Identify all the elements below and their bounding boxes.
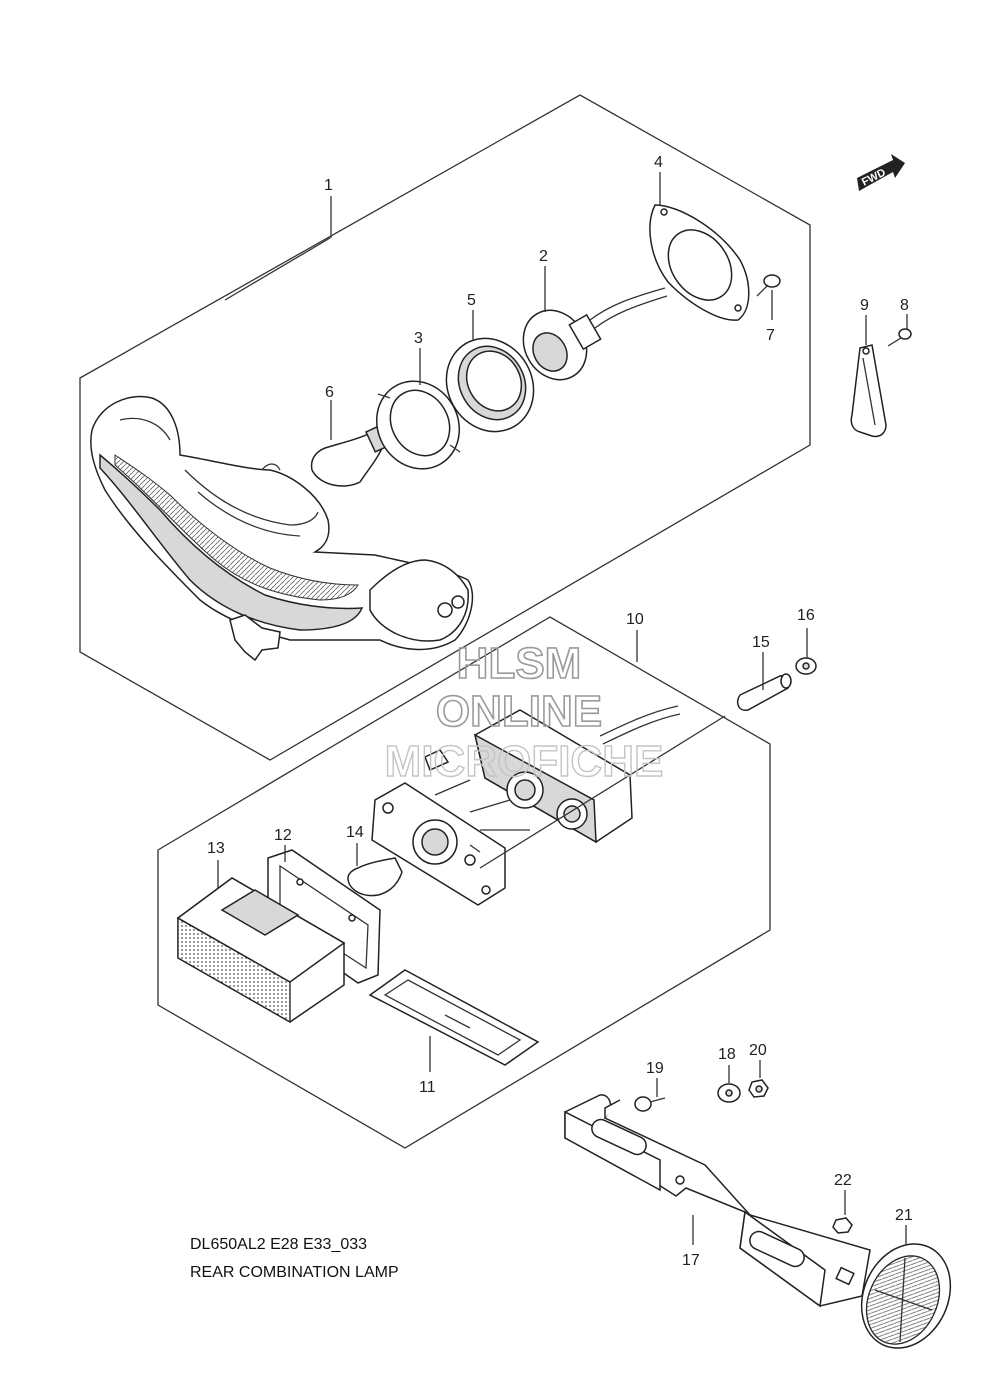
watermark-line-1: HLSM: [457, 639, 582, 688]
screw-small-icon: [887, 328, 912, 347]
bolt-icon: [634, 1096, 666, 1112]
diagram-caption: DL650AL2 E28 E33_033 REAR COMBINATION LA…: [190, 1236, 399, 1281]
callout-14: 14: [346, 824, 364, 841]
callout-6: 6: [325, 384, 334, 401]
socket-ring: [445, 337, 535, 433]
bulb-icon: [310, 425, 389, 487]
callout-18: 18: [718, 1046, 736, 1063]
fwd-label: FWD: [860, 167, 888, 189]
callout-15: 15: [752, 634, 770, 651]
reflector: [860, 1243, 952, 1349]
callout-2: 2: [539, 248, 548, 265]
callout-20: 20: [749, 1042, 767, 1059]
callout-7: 7: [766, 327, 775, 344]
callout-21: 21: [895, 1207, 913, 1224]
leader-lines: [217, 172, 908, 1245]
callout-5: 5: [467, 292, 476, 309]
callout-22: 22: [834, 1172, 852, 1189]
bracket-strap: [850, 344, 887, 438]
group-box-tail-lamp: [79, 94, 811, 761]
gasket-ring: [375, 380, 461, 470]
lens-plate: [368, 969, 540, 1066]
bulb-socket: [522, 287, 668, 381]
model-code: DL650AL2 E28 E33_033: [190, 1236, 367, 1253]
watermark-line-2: ONLINE: [436, 687, 602, 736]
watermark: HLSM ONLINE MICROFICHE: [384, 638, 664, 787]
collar-icon: [736, 673, 792, 711]
callout-13: 13: [207, 840, 225, 857]
group-box-license-lamp: [157, 616, 771, 1149]
callout-17: 17: [682, 1252, 700, 1269]
nut-icon: [748, 1079, 769, 1098]
washer-icon: [795, 657, 817, 675]
license-lens: [176, 877, 346, 1024]
callout-3: 3: [414, 330, 423, 347]
gasket-plate: [649, 204, 750, 321]
flat-washer-icon: [717, 1083, 741, 1103]
callout-16: 16: [797, 607, 815, 624]
watermark-line-3: MICROFICHE: [385, 737, 664, 786]
reflector-nut-icon: [832, 1217, 853, 1234]
reflector-bracket: [564, 1094, 871, 1308]
callout-labels: 1 2 3 4 5 6 7 8 9 10 11 12 13 14 15 16 1…: [207, 154, 913, 1269]
callout-9: 9: [860, 297, 869, 314]
lamp-plate-assembly: [371, 749, 530, 906]
callout-1: 1: [324, 177, 333, 194]
callout-8: 8: [900, 297, 909, 314]
callout-19: 19: [646, 1060, 664, 1077]
callout-4: 4: [654, 154, 663, 171]
callout-10: 10: [626, 611, 644, 628]
fwd-arrow-icon: FWD: [857, 154, 905, 191]
callout-12: 12: [274, 827, 292, 844]
diagram-title: REAR COMBINATION LAMP: [190, 1264, 399, 1281]
callout-11: 11: [419, 1079, 436, 1096]
tail-lamp-housing: [90, 395, 474, 662]
license-bulb-icon: [347, 857, 403, 897]
screw-icon: [756, 274, 781, 297]
